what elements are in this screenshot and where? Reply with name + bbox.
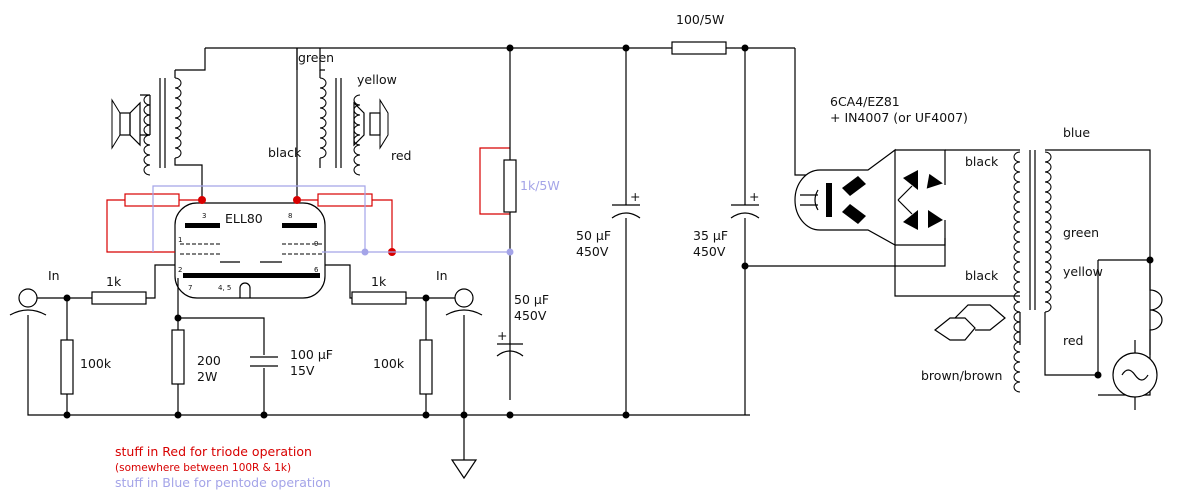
- pin-45: 4, 5: [218, 284, 231, 292]
- tube-label: ELL80: [225, 211, 263, 226]
- label-450v-a: 450V: [514, 308, 547, 323]
- pin-7: 7: [188, 284, 192, 292]
- plus-c50-main: +: [630, 189, 640, 204]
- pin-1: 1: [178, 236, 182, 244]
- plus-c50-screen: +: [497, 328, 507, 343]
- capacitor-50uf-screen: [496, 44, 524, 419]
- capacitor-35uf: [730, 44, 946, 415]
- note-red-sub: (somewhere between 100R & 1k): [115, 462, 291, 474]
- pentode-strapping-blue: [152, 185, 514, 256]
- pin-2: 2: [178, 266, 182, 274]
- resistor-1k-left: [91, 291, 147, 305]
- ac-source-icon: [1112, 340, 1158, 410]
- output-transformer-right: [296, 48, 361, 205]
- label-rectifier-alt: + IN4007 (or UF4007): [830, 110, 968, 125]
- label-rectifier: 6CA4/EZ81: [830, 94, 900, 109]
- label-2w: 2W: [197, 369, 217, 384]
- label-1k-left: 1k: [106, 274, 122, 289]
- label-red-ot: red: [391, 148, 412, 163]
- label-100-5w: 100/5W: [676, 12, 724, 27]
- power-transformer: [894, 149, 1163, 396]
- label-pt-green: green: [1063, 225, 1099, 240]
- label-pt-black-top: black: [965, 154, 999, 169]
- label-1k-right: 1k: [371, 274, 387, 289]
- label-yellow: yellow: [357, 72, 397, 87]
- label-35uf: 35 µF: [693, 228, 728, 243]
- label-1k-5w: 1k/5W: [520, 178, 560, 193]
- label-in-left: In: [48, 268, 60, 283]
- rectifier-tube: [794, 48, 896, 247]
- note-blue: stuff in Blue for pentode operation: [115, 475, 331, 490]
- heater-connector-icon: [933, 304, 1006, 341]
- label-100uf: 100 µF: [290, 347, 333, 362]
- label-pt-yellow: yellow: [1063, 264, 1103, 279]
- speaker-right-icon: [353, 98, 389, 150]
- label-200: 200: [197, 353, 221, 368]
- label-pt-blue: blue: [1063, 125, 1090, 140]
- input-jack-right: [325, 264, 483, 460]
- label-pt-black-bottom: black: [965, 268, 999, 283]
- cathode-network: [171, 278, 278, 419]
- label-black-ot: black: [268, 145, 302, 160]
- label-15v: 15V: [290, 363, 315, 378]
- tube-ell80: [174, 202, 326, 299]
- label-450v-c: 450V: [693, 244, 726, 259]
- pin-3: 3: [202, 212, 206, 220]
- label-50uf-b: 50 µF: [576, 228, 611, 243]
- note-red: stuff in Red for triode operation: [115, 444, 312, 459]
- label-pt-red: red: [1063, 333, 1084, 348]
- label-pt-brown: brown/brown: [921, 368, 1002, 383]
- speaker-left-icon: [111, 98, 141, 150]
- pin-9: 9: [314, 240, 318, 248]
- resistor-100-5w: [671, 41, 727, 55]
- label-50uf-a: 50 µF: [514, 292, 549, 307]
- label-green: green: [298, 50, 334, 65]
- label-in-right: In: [436, 268, 448, 283]
- capacitor-50uf-main: [611, 44, 641, 419]
- label-100k-left: 100k: [80, 356, 112, 371]
- diode-bridge-icon: [895, 149, 946, 246]
- output-transformer-left: [140, 70, 203, 213]
- triode-strapping-red: [106, 193, 396, 256]
- pin-6: 6: [314, 266, 319, 274]
- resistor-1k-5w: [503, 48, 517, 400]
- plus-c35: +: [749, 189, 759, 204]
- label-100k-right: 100k: [373, 356, 405, 371]
- screen-resistor-red-bracket: [479, 147, 510, 215]
- pin-8: 8: [288, 212, 292, 220]
- label-450v-b: 450V: [576, 244, 609, 259]
- ground-icon: [450, 459, 478, 480]
